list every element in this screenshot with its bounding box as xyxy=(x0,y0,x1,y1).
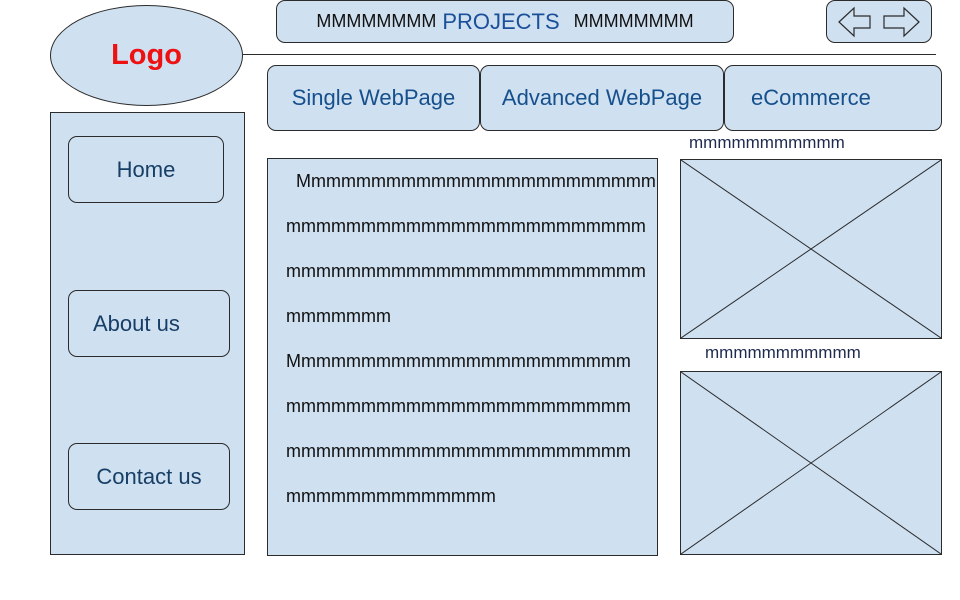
tab-label: eCommerce xyxy=(751,85,871,110)
sidebar-item-about-us[interactable]: About us xyxy=(68,290,230,357)
content-line: mmmmmmmmmmmmmmmmmmmmmmm xyxy=(286,396,631,416)
image-placeholder-icon xyxy=(681,372,941,554)
tab-advanced-webpage[interactable]: Advanced WebPage xyxy=(480,65,724,131)
title-placeholder-left: MMMMMMMM xyxy=(316,11,437,31)
arrow-left-icon[interactable] xyxy=(837,5,873,39)
tab-ecommerce[interactable]: eCommerce xyxy=(724,65,942,131)
sidebar-item-label: Contact us xyxy=(96,463,202,489)
main-content-panel: Mmmmmmmmmmmmmmmmmmmmmmmm mmmmmmmmmmmmmmm… xyxy=(267,158,658,556)
arrow-right-icon[interactable] xyxy=(881,5,921,39)
tab-label: Advanced WebPage xyxy=(501,85,703,110)
content-line: mmmmmmmmmmmmmm xyxy=(286,486,496,506)
tab-label: Single WebPage xyxy=(291,85,456,110)
image-caption: mmmmmmmmmmm xyxy=(689,133,845,152)
image-placeholder-icon xyxy=(681,160,941,338)
sidebar-item-label: Home xyxy=(116,156,176,182)
title-placeholder-right: MMMMMMMM xyxy=(573,11,694,31)
content-line: mmmmmmm xyxy=(286,306,391,326)
image-caption: mmmmmmmmmmm xyxy=(705,343,861,362)
content-line: mmmmmmmmmmmmmmmmmmmmmmmm xyxy=(286,216,646,236)
nav-arrows xyxy=(826,0,932,43)
tab-single-webpage[interactable]: Single WebPage xyxy=(267,65,480,131)
logo-text: Logo xyxy=(111,39,182,71)
image-placeholder[interactable] xyxy=(680,159,942,339)
header-divider xyxy=(243,54,936,55)
content-line: Mmmmmmmmmmmmmmmmmmmmmmm xyxy=(286,351,631,371)
content-line: Mmmmmmmmmmmmmmmmmmmmmmmm xyxy=(296,171,656,191)
logo[interactable]: Logo xyxy=(50,5,243,106)
sidebar-item-home[interactable]: Home xyxy=(68,136,224,203)
sidebar-item-contact-us[interactable]: Contact us xyxy=(68,443,230,510)
content-line: mmmmmmmmmmmmmmmmmmmmmmm xyxy=(286,441,631,461)
page-title: PROJECTS xyxy=(442,8,560,34)
content-line: mmmmmmmmmmmmmmmmmmmmmmmm xyxy=(286,261,646,281)
image-placeholder[interactable] xyxy=(680,371,942,555)
sidebar-item-label: About us xyxy=(93,310,180,336)
page-title-bar: MMMMMMMM PROJECTS MMMMMMMM xyxy=(276,0,734,43)
